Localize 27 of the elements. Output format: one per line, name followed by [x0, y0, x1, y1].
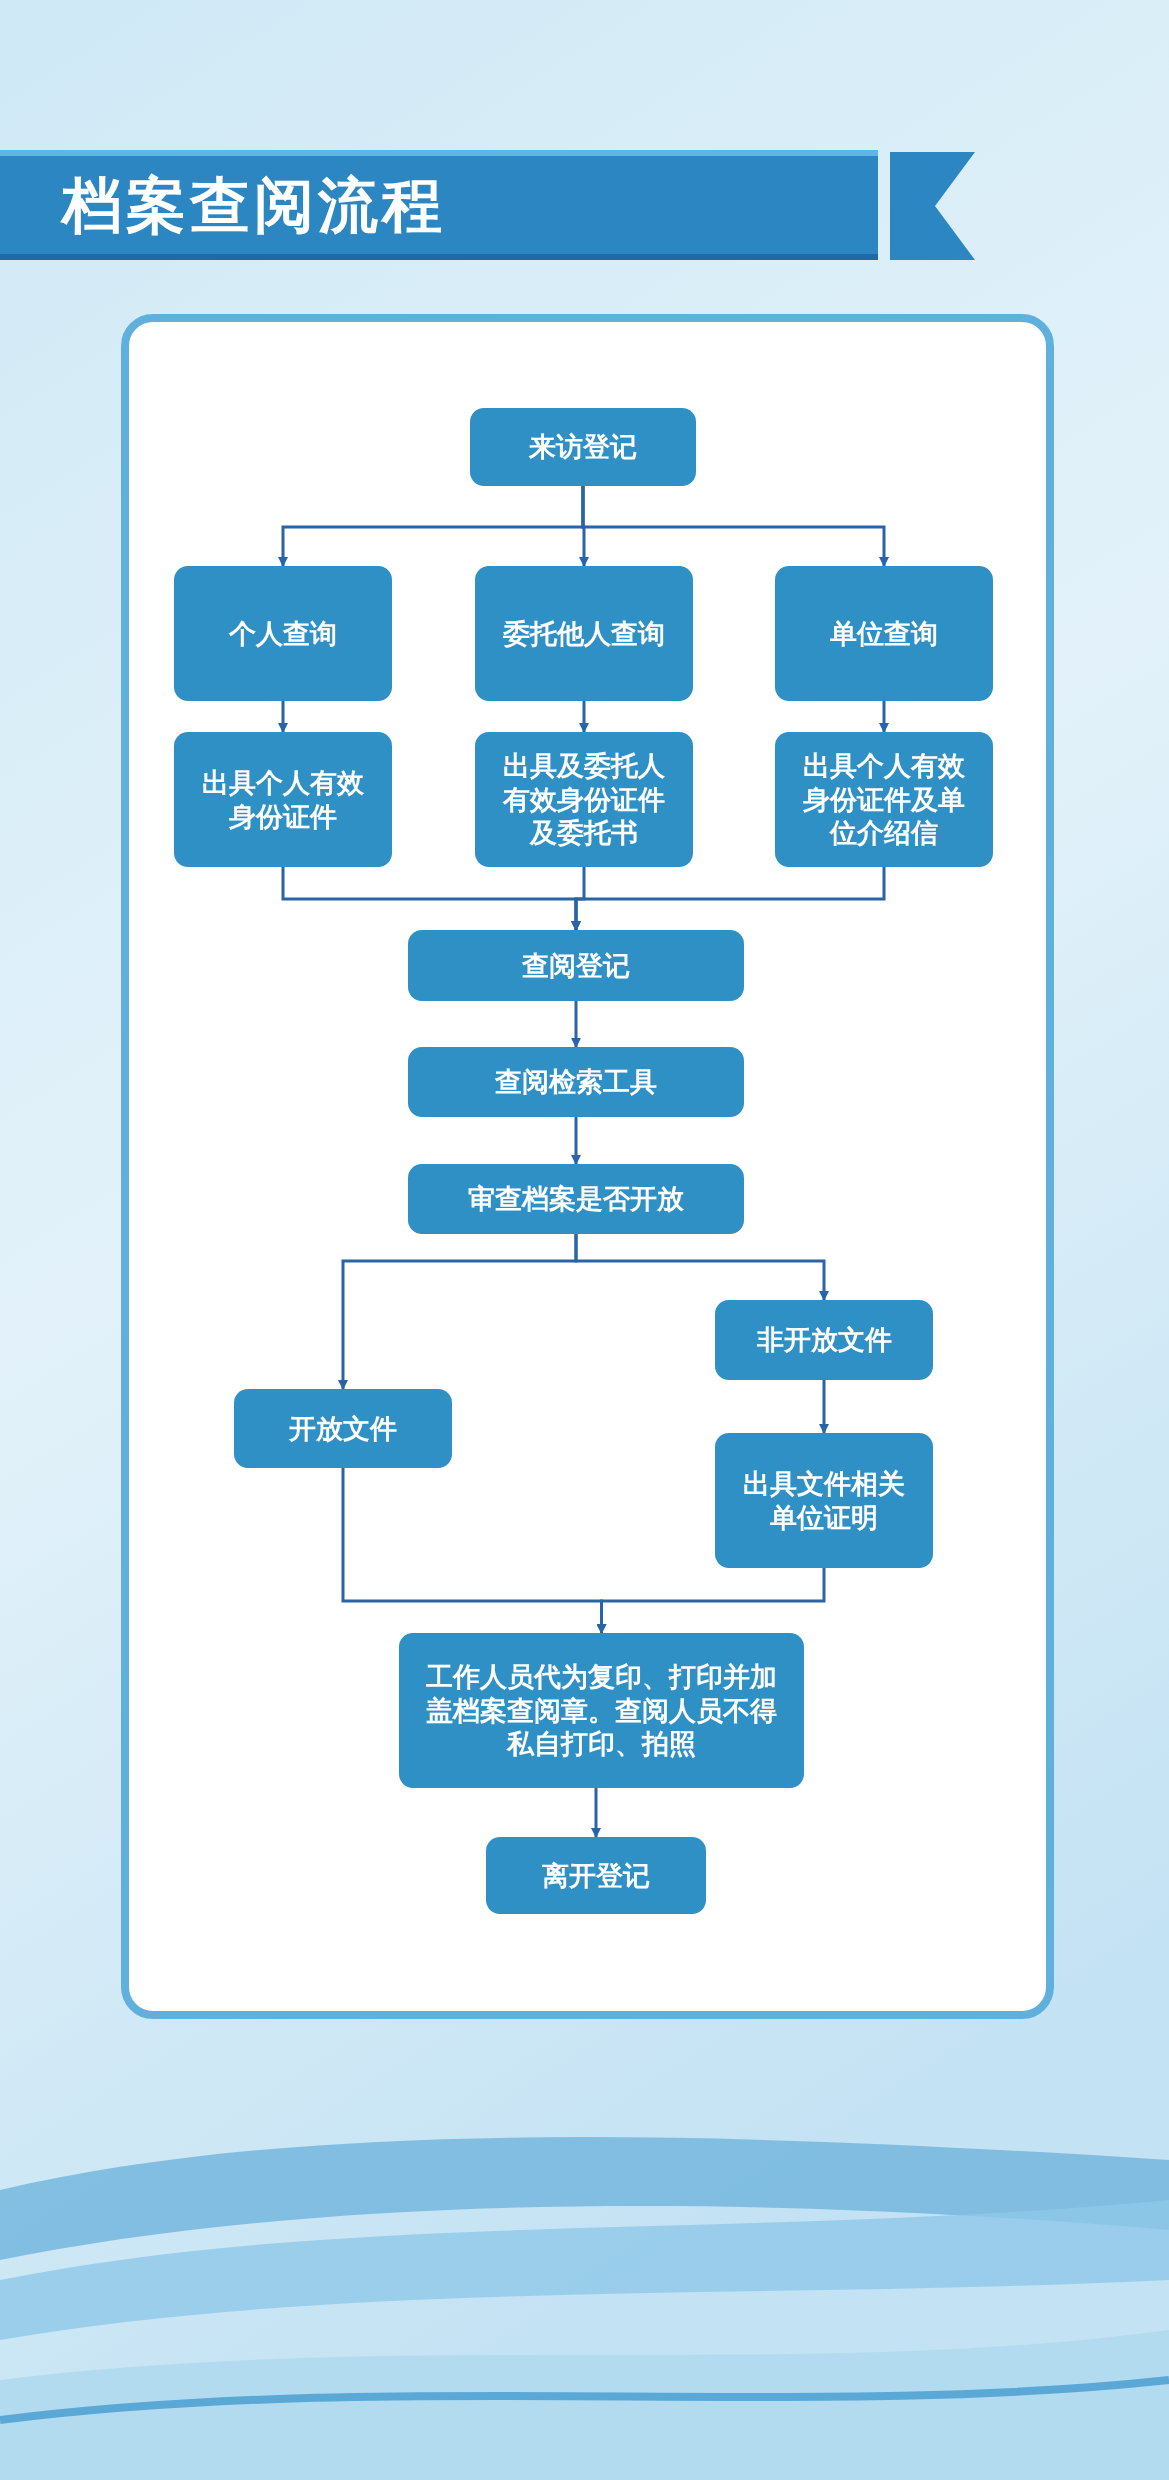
arrow: [278, 701, 288, 733]
arrow: [879, 701, 889, 733]
arrow: [571, 1001, 581, 1048]
arrow: [581, 486, 889, 567]
process-box: 出具文件相关单位证明: [715, 1433, 933, 1568]
process-box: 出具及委托人有效身份证件及委托书: [475, 732, 693, 867]
process-box: 开放文件: [234, 1389, 452, 1468]
arrow: [571, 1117, 581, 1165]
arrow: [574, 1234, 829, 1301]
process-box: 工作人员代为复印、打印并加盖档案查阅章。查阅人员不得私自打印、拍照: [399, 1633, 804, 1788]
process-box: 单位查询: [775, 566, 993, 701]
process-box: 查阅检索工具: [408, 1047, 744, 1117]
title-banner: 档案查阅流程: [0, 150, 878, 260]
arrow: [579, 701, 589, 733]
process-box: 委托他人查询: [475, 566, 693, 701]
process-box: 来访登记: [470, 408, 696, 486]
arrow: [591, 1788, 601, 1838]
process-box: 出具个人有效身份证件: [174, 732, 392, 867]
process-box: 个人查询: [174, 566, 392, 701]
process-box: 审查档案是否开放: [408, 1164, 744, 1234]
arrow: [571, 867, 886, 931]
process-box: 查阅登记: [408, 930, 744, 1001]
process-box: 出具个人有效身份证件及单位介绍信: [775, 732, 993, 867]
process-box: 离开登记: [486, 1837, 706, 1914]
arrow: [819, 1380, 829, 1434]
process-box: 非开放文件: [715, 1300, 933, 1380]
arrow: [596, 1568, 826, 1634]
